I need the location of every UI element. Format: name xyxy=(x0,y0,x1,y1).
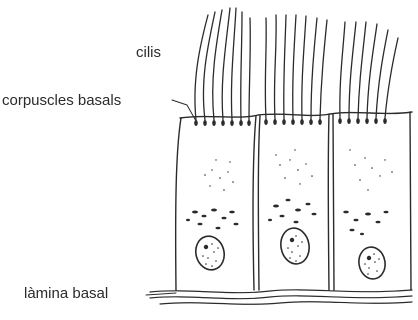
basal-lamina xyxy=(150,290,412,304)
label-cilia: cilis xyxy=(136,44,161,62)
nucleus xyxy=(356,245,387,281)
nucleus xyxy=(278,226,312,266)
nuclei xyxy=(192,226,388,281)
nucleus xyxy=(192,233,228,273)
leader-lines xyxy=(146,100,196,295)
cilia xyxy=(195,8,398,120)
cytoplasm-granules xyxy=(186,149,393,235)
label-basal-lamina: làmina basal xyxy=(24,285,108,303)
label-basal-bodies: corpuscles basals xyxy=(2,92,121,110)
